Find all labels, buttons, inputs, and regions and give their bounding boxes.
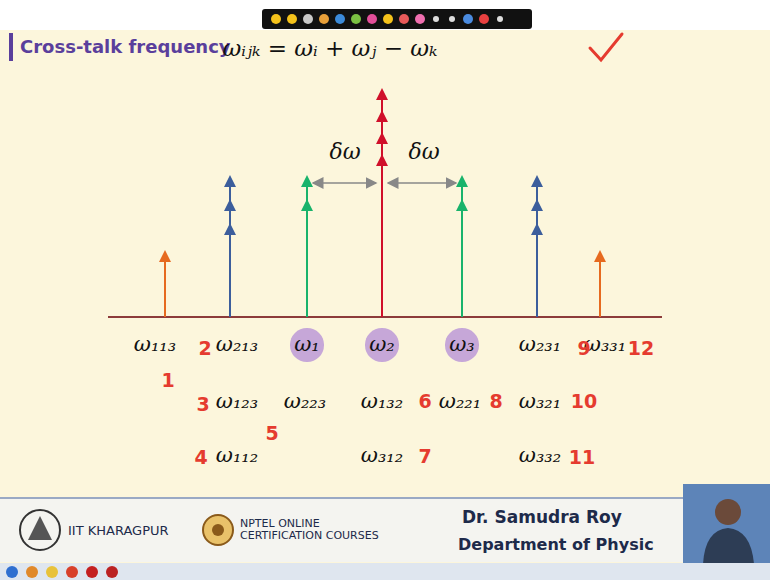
- course-name: NPTEL ONLINE CERTIFICATION COURSES: [240, 518, 390, 542]
- crosstalk-frequency: ω₁₂₃: [216, 390, 258, 413]
- callout-number: 8: [489, 391, 502, 412]
- callout-number: 2: [198, 338, 211, 359]
- frequency-label: ω₂: [369, 334, 395, 355]
- crosstalk-frequency: ω₃₂₁: [519, 390, 561, 413]
- callout-number: 9: [577, 338, 590, 359]
- crosstalk-frequency: ω₂₂₁: [439, 390, 481, 413]
- footer-band: [0, 498, 770, 562]
- frequency-label: ω₃: [449, 334, 475, 355]
- slide-title: Cross-talk frequency: [20, 37, 231, 57]
- callout-number: 7: [418, 446, 431, 467]
- callout-number: 4: [194, 447, 207, 468]
- frequency-label: ω₁: [294, 334, 320, 355]
- crosstalk-frequency: ω₁₃₂: [361, 390, 403, 413]
- formula: ωᵢⱼₖ = ωᵢ + ωⱼ − ωₖ: [223, 36, 438, 61]
- toolbar: [262, 9, 532, 29]
- frequency-axis: [108, 316, 662, 318]
- spacing-label: δω: [329, 140, 360, 164]
- crosstalk-frequency: ω₃₃₂: [519, 444, 561, 467]
- spacing-arrow: [388, 182, 456, 184]
- nptel-logo: [203, 515, 233, 545]
- callout-number: 6: [418, 391, 431, 412]
- signal-circle: ω₁: [290, 328, 324, 362]
- signal-circle: ω₂: [365, 328, 399, 362]
- callout-number: 3: [196, 394, 209, 415]
- callout-number: 1: [161, 370, 174, 391]
- presenter-video: [683, 484, 770, 564]
- crosstalk-frequency: ω₁₁₂: [216, 444, 258, 467]
- crosstalk-frequency: ω₂₃₁: [519, 333, 561, 356]
- signal-circle: ω₃: [445, 328, 479, 362]
- crosstalk-frequency: ω₁₁₃: [134, 333, 176, 356]
- taskbar: [0, 563, 770, 580]
- crosstalk-frequency: ω₂₂₃: [284, 390, 326, 413]
- callout-number: 11: [569, 447, 595, 468]
- toolbar-icons: [271, 14, 503, 24]
- spacing-arrow: [313, 182, 376, 184]
- check-mark: [590, 34, 622, 60]
- crosstalk-frequency: ω₂₁₃: [216, 333, 258, 356]
- spectral-lines: [159, 88, 606, 317]
- callout-number: 5: [265, 423, 278, 444]
- presenter-name: Dr. Samudra Roy: [462, 508, 622, 527]
- department-name: Department of Physic: [458, 536, 654, 554]
- institute-name: IIT KHARAGPUR: [68, 524, 169, 538]
- callout-number: 12: [628, 338, 654, 359]
- crosstalk-frequency: ω₃₁₂: [361, 444, 403, 467]
- iit-logo: [20, 510, 60, 550]
- spacing-label: δω: [408, 140, 439, 164]
- callout-number: 10: [571, 391, 597, 412]
- taskbar-icons: [6, 566, 118, 578]
